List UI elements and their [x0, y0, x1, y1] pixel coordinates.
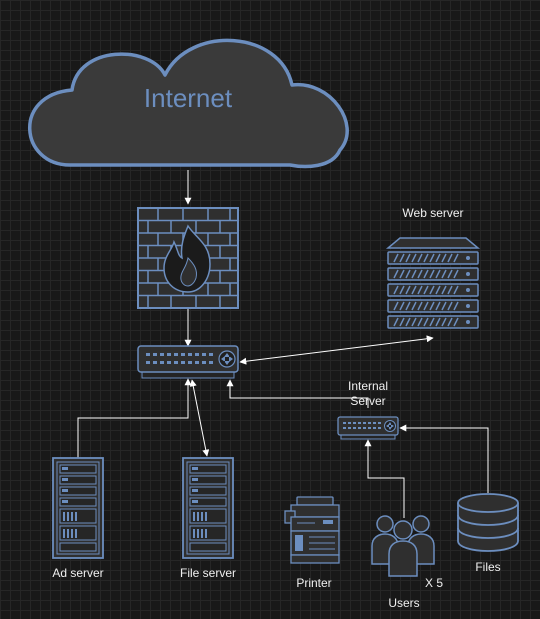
ad-server-label: Ad server [52, 566, 103, 580]
edge-users-internalserver [364, 439, 405, 518]
files-database[interactable] [457, 493, 519, 552]
ad-server[interactable] [52, 457, 104, 559]
printer-trays [297, 522, 335, 550]
web-server[interactable] [385, 237, 481, 329]
users-label: Users [388, 596, 419, 610]
file-server[interactable] [182, 457, 234, 559]
printer[interactable] [284, 496, 340, 564]
file-server-label: File server [180, 566, 236, 580]
server-vents [393, 253, 459, 327]
files-label: Files [475, 560, 500, 574]
edge-internalserver-switch [226, 379, 369, 408]
ad-server-rack [52, 457, 104, 559]
internet-label: Internet [144, 83, 233, 113]
switch-direction-icon [218, 350, 236, 368]
file-server-leds [192, 467, 207, 538]
server-top [385, 237, 481, 249]
edge-switch-webserver [239, 335, 434, 365]
firewall[interactable] [137, 207, 239, 309]
ad-server-frame [56, 461, 100, 555]
switch-body [137, 345, 239, 373]
database-icon [457, 493, 519, 552]
internal-server-ports [343, 422, 381, 429]
printer-buttons [295, 520, 333, 551]
server-leds [466, 256, 470, 324]
internal-server-label-line2: Server [350, 394, 385, 408]
ad-server-leds [62, 467, 77, 538]
switch-ports [146, 353, 213, 364]
internet-cloud[interactable]: Internet [28, 38, 349, 169]
edge-files-internalserver [399, 424, 489, 493]
printer-icon [284, 496, 340, 564]
edge-switch-fileserver [189, 379, 210, 457]
users-icon [371, 515, 435, 577]
users-group[interactable] [371, 515, 435, 577]
internal-server-direction-icon [384, 420, 396, 432]
internal-server-body [337, 416, 399, 436]
core-switch[interactable] [137, 345, 239, 379]
internal-server-label-line1: Internal [348, 379, 388, 393]
printer-label: Printer [296, 576, 331, 590]
web-server-label: Web server [402, 206, 463, 220]
flame-icon [163, 224, 211, 293]
server-units [387, 251, 479, 329]
file-server-frame [186, 461, 230, 555]
users-count-label: X 5 [425, 576, 443, 590]
edge-adserver-switch [77, 378, 192, 458]
file-server-rack [182, 457, 234, 559]
internal-server[interactable] [337, 416, 399, 440]
cloud-icon [28, 38, 349, 169]
connectors [77, 170, 489, 518]
